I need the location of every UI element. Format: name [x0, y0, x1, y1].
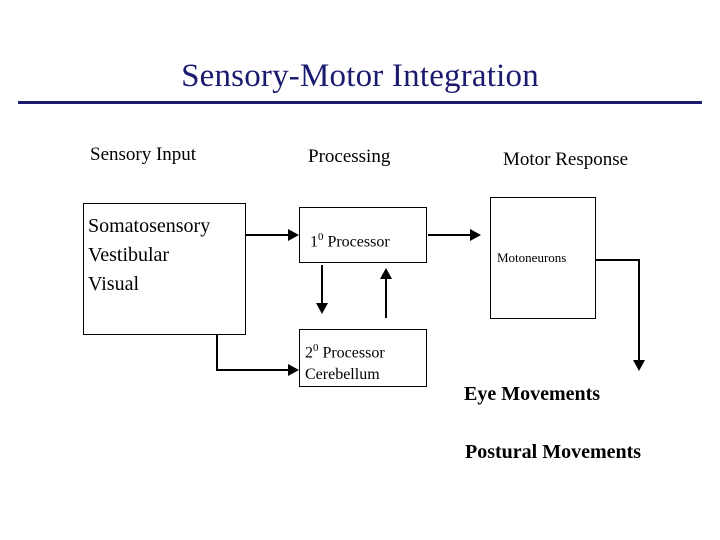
sensory-input-line-3: Visual [88, 273, 140, 295]
output-label-eye-movements: Eye Movements [464, 383, 601, 405]
primary-processor-suffix: Processor [323, 233, 390, 251]
secondary-processor-prefix: 2 [305, 344, 313, 362]
box-sensory-input: Somatosensory Vestibular Visual [83, 203, 246, 335]
connector-secondary-to-primary [385, 278, 387, 318]
box-primary-processor: 10 Processor [299, 207, 427, 263]
box-secondary-processor: 20 Processor Cerebellum [299, 329, 427, 387]
column-heading-processing: Processing [308, 146, 391, 167]
primary-processor-superscript: 0 [318, 231, 324, 243]
secondary-processor-label: 20 Processor [305, 337, 426, 364]
page-title: Sensory-Motor Integration [181, 58, 539, 94]
connector-sensory-to-secondary [216, 369, 288, 371]
connector-sensory-down-segment [216, 335, 218, 370]
arrowhead-secondary-to-primary [380, 268, 392, 279]
arrowhead-primary-to-secondary [316, 303, 328, 314]
connector-primary-to-secondary [321, 265, 323, 305]
secondary-processor-superscript: 0 [313, 342, 319, 354]
arrowhead-primary-to-motoneurons [470, 229, 481, 241]
sensory-input-line-1: Somatosensory [88, 215, 211, 237]
sensory-input-line-2: Vestibular [88, 244, 170, 266]
primary-processor-prefix: 1 [310, 233, 318, 251]
secondary-processor-suffix: Processor [318, 344, 385, 362]
column-heading-sensory-input: Sensory Input [90, 144, 197, 165]
connector-motoneurons-down-segment [638, 259, 640, 362]
primary-processor-label: 10 Processor [310, 226, 426, 253]
secondary-processor-line-2: Cerebellum [305, 366, 380, 384]
connector-primary-to-motoneurons [428, 234, 470, 236]
column-heading-motor-response: Motor Response [503, 149, 629, 170]
connector-motoneurons-right-segment [596, 259, 640, 261]
arrowhead-sensory-to-primary [288, 229, 299, 241]
arrowhead-sensory-to-secondary [288, 364, 299, 376]
connector-sensory-to-primary [246, 234, 288, 236]
motoneurons-label: Motoneurons [497, 250, 567, 265]
arrowhead-motoneurons-to-eye-movements [633, 360, 645, 371]
output-label-postural-movements: Postural Movements [465, 441, 642, 463]
title-underline-rule [18, 101, 702, 104]
box-motoneurons [490, 197, 596, 319]
